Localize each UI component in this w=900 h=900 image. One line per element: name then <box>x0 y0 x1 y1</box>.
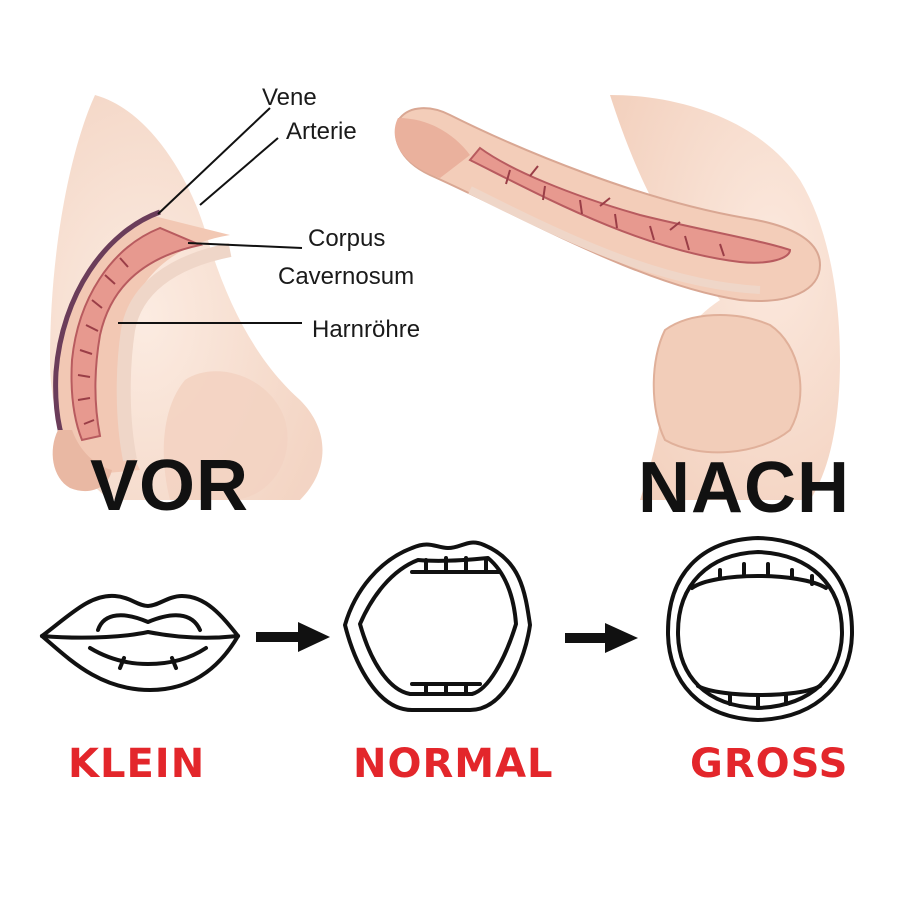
left-urethra <box>116 243 232 462</box>
caption-large: GROSS <box>690 741 849 787</box>
leader-lines <box>118 107 303 324</box>
arrow-icon-1 <box>256 622 330 652</box>
corpus-leader <box>187 242 303 249</box>
right-cavernous-tissue <box>468 146 792 264</box>
arterie-leader <box>199 137 279 206</box>
label-vene: Vene <box>262 84 317 111</box>
closed-lips-icon <box>40 593 240 692</box>
vene-leader <box>157 107 271 215</box>
before-illustration <box>50 95 323 500</box>
wide-open-mouth-icon <box>666 536 854 722</box>
after-illustration <box>394 95 840 500</box>
open-mouth-icon <box>343 540 532 712</box>
right-glans <box>394 118 470 178</box>
left-glans <box>52 430 112 492</box>
left-testis <box>163 371 288 500</box>
caption-normal: NORMAL <box>353 741 554 787</box>
left-cavernous-tissue <box>70 226 204 442</box>
right-urethra <box>468 186 761 294</box>
label-arterie: Arterie <box>286 118 357 145</box>
caption-small: KLEIN <box>68 741 206 787</box>
right-testis <box>652 313 802 454</box>
left-vessels <box>77 257 129 425</box>
label-harnroehre: Harnröhre <box>312 316 421 343</box>
label-corpus: Corpus <box>308 225 386 252</box>
right-vessels <box>505 165 725 257</box>
label-cavernosum: Cavernosum <box>278 263 415 290</box>
heading-before: VOR <box>90 446 250 526</box>
arrow-icon-2 <box>565 623 638 653</box>
heading-after: NACH <box>638 448 850 528</box>
